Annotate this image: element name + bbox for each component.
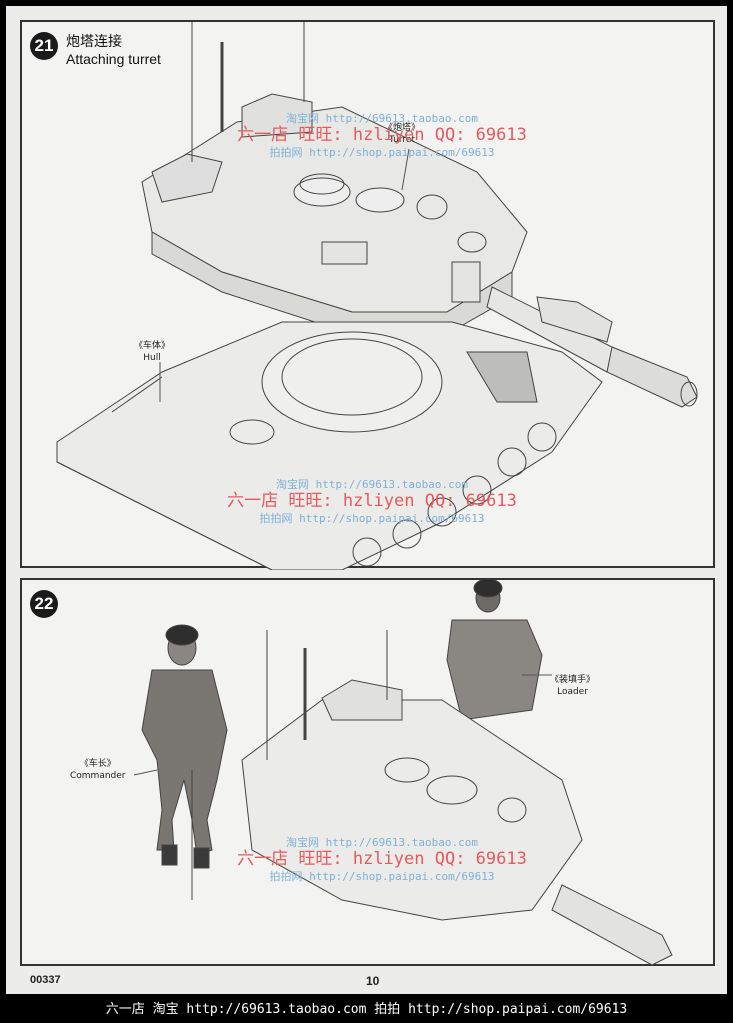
watermark-top: 淘宝网 http://69613.taobao.com 六一店 旺旺: hzli… <box>222 112 542 159</box>
product-code: 00337 <box>30 974 61 986</box>
commander-label-cn: 《车长》 <box>79 759 116 769</box>
hull-label-en: Hull <box>143 353 161 363</box>
hull-label-cn: 《车体》 <box>134 341 171 351</box>
loader-label: 《装填手》 Loader <box>550 674 595 698</box>
turret-label: 《炮塔》 Turret <box>384 122 420 146</box>
watermark-bottom-line2: 六一店 旺旺: hzliyen QQ: 69613 <box>237 849 527 870</box>
step-21-title-en: Attaching turret <box>66 51 161 67</box>
watermark-top-line1: 淘宝网 http://69613.taobao.com <box>286 112 478 125</box>
watermark-top-line2: 六一店 旺旺: hzliyen QQ: 69613 <box>237 125 527 146</box>
watermark-middle-line1: 淘宝网 http://69613.taobao.com <box>276 478 468 491</box>
turret-hull-assembly-drawing <box>56 22 698 570</box>
loader-figure <box>446 580 543 721</box>
watermark-bottom-line1: 淘宝网 http://69613.taobao.com <box>286 836 478 849</box>
step-21-panel: 21 炮塔连接 Attaching turret <box>20 20 715 570</box>
watermark-middle-line2: 六一店 旺旺: hzliyen QQ: 69613 <box>227 491 517 512</box>
bottom-banner: 六一店 淘宝 http://69613.taobao.com 拍拍 http:/… <box>105 1002 628 1017</box>
loader-label-cn: 《装填手》 <box>550 675 596 685</box>
commander-label-en: Commander <box>70 771 126 781</box>
step-22-panel: 22 <box>20 578 715 966</box>
watermark-top-line3: 拍拍网 http://shop.paipai.com/69613 <box>269 145 495 159</box>
loader-label-en: Loader <box>557 687 588 697</box>
watermark-bottom: 淘宝网 http://69613.taobao.com 六一店 旺旺: hzli… <box>222 836 542 883</box>
step-22-number: 22 <box>30 590 58 618</box>
commander-figure <box>141 624 228 869</box>
step-21-number: 21 <box>30 32 58 60</box>
turret-crew-illustration <box>191 630 673 966</box>
turret-label-cn: 《炮塔》 <box>384 123 421 133</box>
hull-label: 《车体》 Hull <box>134 340 170 364</box>
watermark-middle-line3: 拍拍网 http://shop.paipai.com/69613 <box>259 511 485 525</box>
road-wheels <box>352 422 557 567</box>
watermark-middle: 淘宝网 http://69613.taobao.com 六一店 旺旺: hzli… <box>212 478 532 525</box>
hull-illustration <box>56 321 603 570</box>
instruction-sheet: 21 炮塔连接 Attaching turret <box>6 6 727 994</box>
commander-label: 《车长》 Commander <box>70 758 126 782</box>
turret-label-en: Turret <box>389 135 415 145</box>
turret-illustration <box>141 22 698 408</box>
page-number: 10 <box>366 974 380 988</box>
step-21-title-cn: 炮塔连接 <box>66 34 122 50</box>
watermark-bottom-line3: 拍拍网 http://shop.paipai.com/69613 <box>269 869 495 883</box>
crew-figures-drawing <box>133 580 673 966</box>
